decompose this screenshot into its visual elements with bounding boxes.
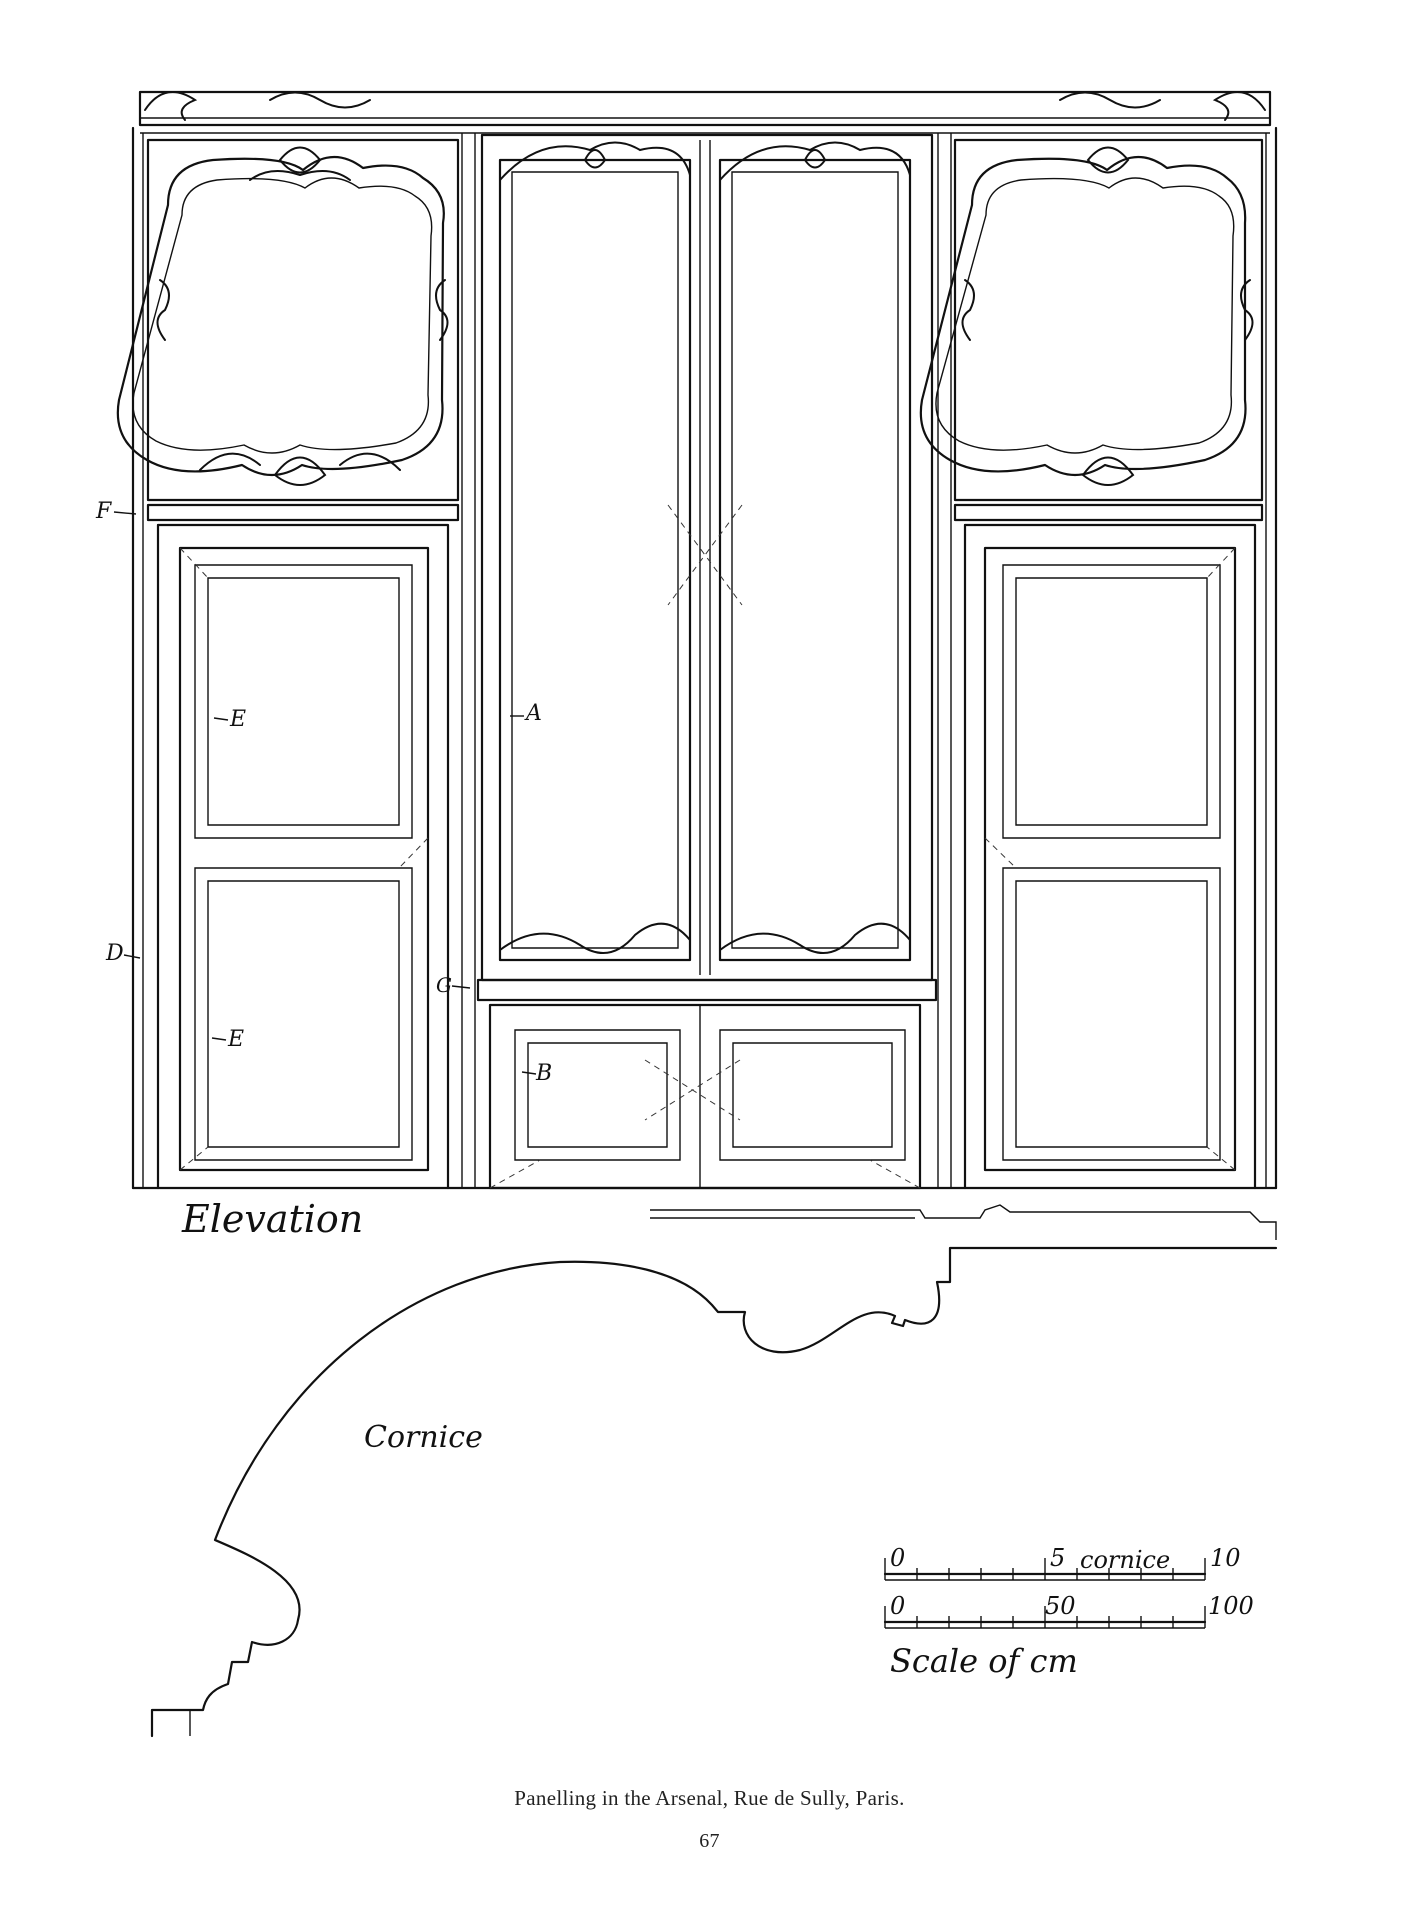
marker-e-upper: E: [229, 707, 246, 732]
figure-caption: Panelling in the Arsenal, Rue de Sully, …: [514, 1786, 905, 1810]
scale-lower-100: 100: [1208, 1592, 1254, 1620]
scale-lower-50: 50: [1045, 1592, 1076, 1620]
page-number: 67: [699, 1830, 720, 1852]
cornice-profile: [150, 1246, 1278, 1738]
marker-b: B: [535, 1061, 552, 1086]
scale-title: Scale of cm: [890, 1642, 1078, 1680]
scale-upper-5: 5: [1050, 1544, 1065, 1572]
elevation-label: Elevation: [181, 1197, 363, 1241]
marker-g: G: [436, 973, 452, 997]
scale-lower-0: 0: [890, 1592, 905, 1620]
plan-section-strip: [650, 1204, 1277, 1240]
marker-f: F: [95, 499, 112, 524]
scale-bar: [883, 1558, 1207, 1629]
scale-upper-10: 10: [1210, 1544, 1241, 1572]
scale-upper-0: 0: [890, 1544, 905, 1572]
cornice-label: Cornice: [364, 1420, 483, 1455]
marker-d: D: [105, 941, 124, 966]
marker-a: A: [524, 701, 542, 726]
marker-e-lower: E: [227, 1027, 244, 1052]
elevation-drawing: [116, 90, 1278, 1190]
scale-cornice-word: cornice: [1080, 1546, 1170, 1574]
